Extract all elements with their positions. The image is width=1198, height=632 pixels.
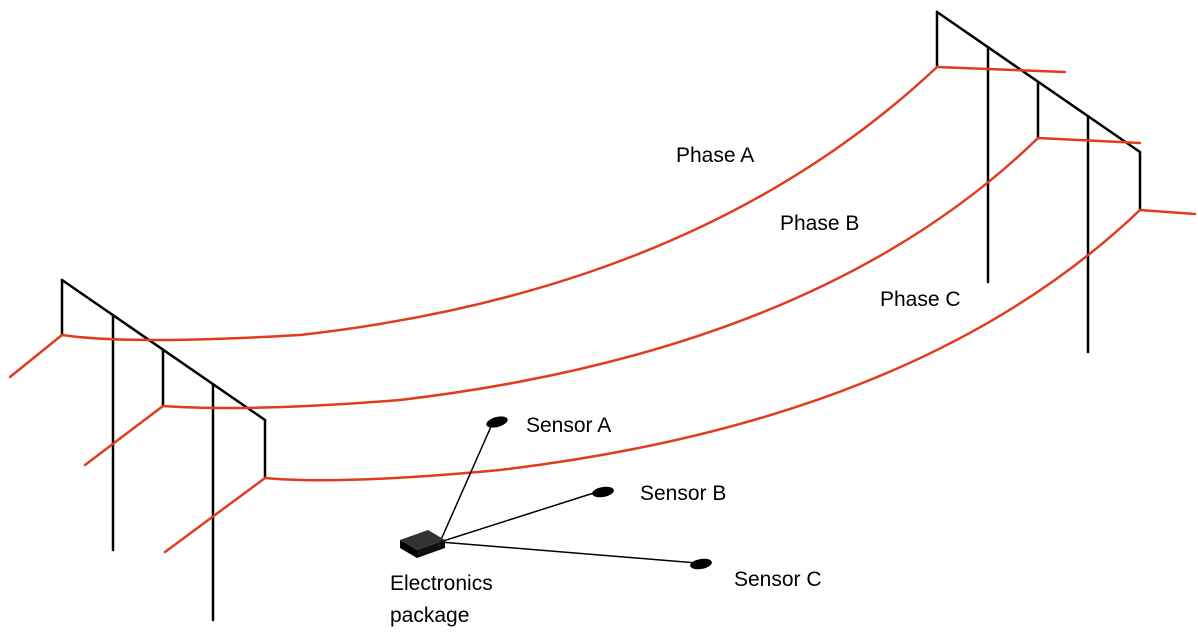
sensor-c-label: Sensor C: [734, 568, 822, 591]
right-tower: [935, 10, 1142, 354]
sensor-c-marker: [690, 558, 712, 570]
phase-a-conductor: [8, 65, 1067, 379]
sensor-a-label: Sensor A: [526, 414, 612, 437]
phase-a-label: Phase A: [676, 144, 755, 167]
lead-sensor-a: [439, 421, 494, 543]
phase-c-conductor: [163, 208, 1197, 554]
lead-sensor-b: [439, 490, 601, 543]
phase-b-conductor: [83, 136, 1142, 467]
lead-sensor-c: [439, 541, 698, 564]
electronics-package-label-line1: Electronics: [390, 572, 493, 595]
electronics-package-label-line2: package: [390, 604, 470, 627]
left-tower: [60, 278, 267, 622]
phase-b-label: Phase B: [780, 212, 860, 235]
sensor-a-marker: [486, 416, 508, 428]
sensor-b-marker: [592, 486, 614, 498]
phase-c-label: Phase C: [880, 288, 961, 311]
electronics-package-box: [400, 530, 445, 558]
sensor-b-label: Sensor B: [640, 482, 727, 505]
